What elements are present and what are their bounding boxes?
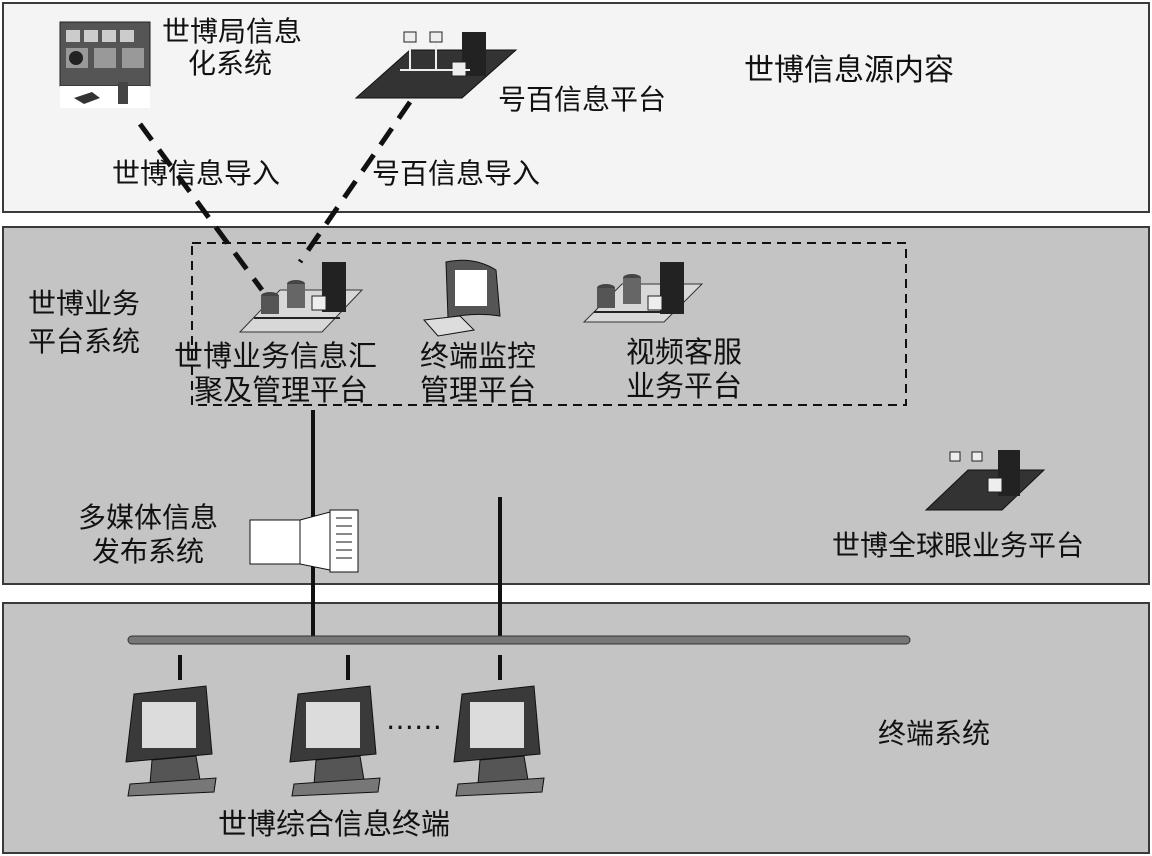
video-service-platform-label-2: 业务平台: [626, 369, 743, 403]
business-band-label-2: 平台系统: [28, 325, 141, 358]
terminal-label: 世博综合信息终端: [218, 807, 451, 841]
haobai-import-label: 号百信息导入: [372, 157, 541, 190]
expo-import-label: 世博信息导入: [112, 157, 281, 190]
haobai-platform-icon: [354, 31, 518, 99]
expo-bureau-server-icon: [59, 21, 151, 108]
multimedia-release-label-2: 发布系统: [92, 535, 205, 568]
source-band: [2, 2, 1150, 213]
expo-import-link: [137, 122, 265, 292]
video-service-platform-label-1: 视频客服: [626, 335, 743, 369]
aggregation-platform-label-2: 聚及管理平台: [194, 373, 369, 407]
global-eye-platform-icon: [924, 450, 1046, 511]
terminal-monitor-platform-label-1: 终端监控: [420, 339, 537, 373]
terminal-band-title: 终端系统: [878, 717, 991, 750]
platform-group-boundary: [191, 242, 907, 406]
terminal-icon-2: [289, 685, 381, 797]
terminal-icon-1: [125, 685, 217, 797]
expo-bureau-system-label-1: 世博局信息: [162, 15, 303, 48]
multimedia-release-icon: [249, 509, 359, 573]
global-eye-platform-label: 世博全球眼业务平台: [832, 529, 1085, 562]
video-service-platform-icon: [582, 262, 704, 323]
terminal-icon-3: [453, 685, 545, 797]
aggregation-platform-icon: [238, 262, 364, 333]
expo-bureau-system-label-2: 化系统: [188, 47, 273, 80]
haobai-import-link: [297, 100, 413, 264]
network-bus: [127, 635, 911, 645]
monitor-crt-icon: [422, 259, 501, 337]
haobai-platform-label: 号百信息平台: [498, 83, 667, 116]
source-band-title: 世博信息源内容: [744, 53, 954, 88]
multimedia-release-label-1: 多媒体信息: [78, 501, 219, 534]
terminal-monitor-platform-label-2: 管理平台: [420, 373, 537, 407]
aggregation-platform-label-1: 世博业务信息汇: [174, 339, 378, 373]
business-band-label-1: 世博业务: [28, 287, 141, 320]
terminal-ellipsis: ……: [386, 703, 442, 736]
